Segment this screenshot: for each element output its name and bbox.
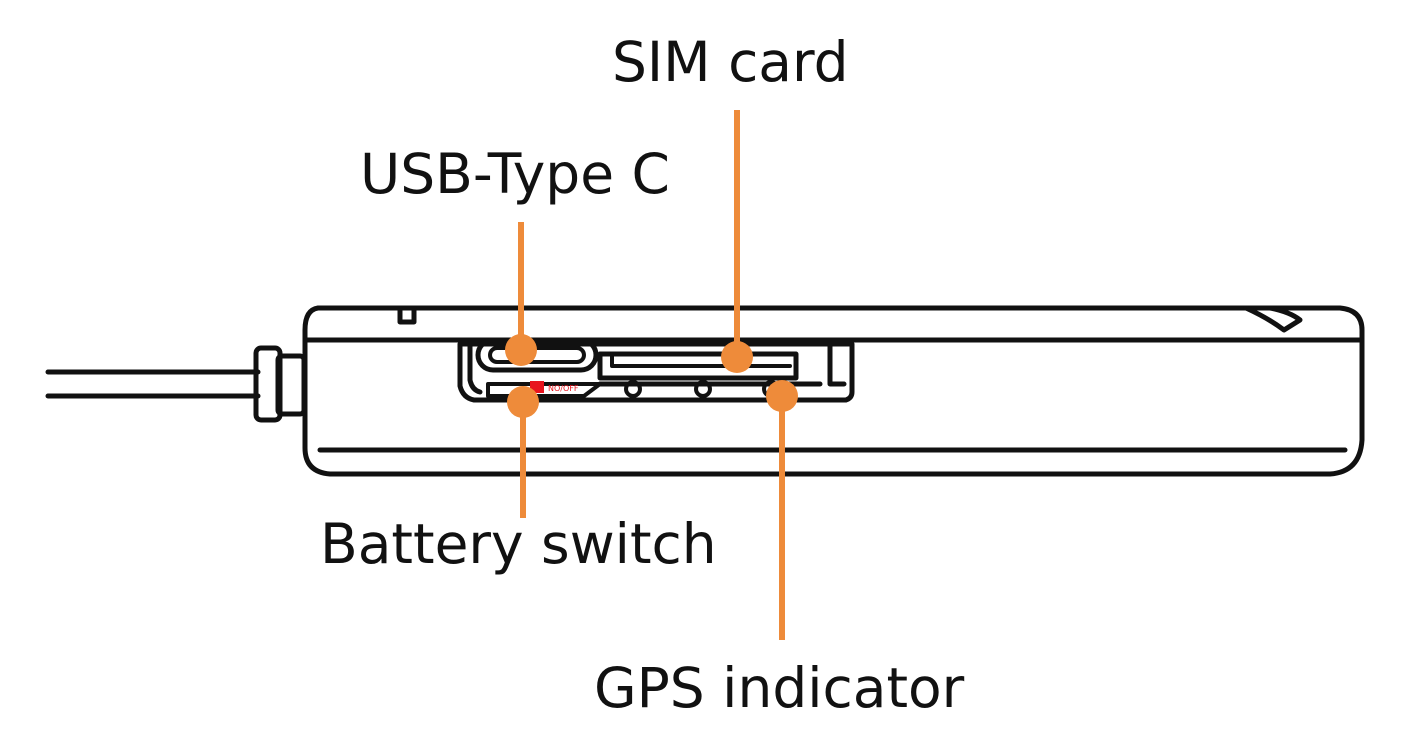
device-body	[302, 305, 1365, 477]
label-battery-switch: Battery switch	[320, 512, 717, 576]
label-gps-indicator: GPS indicator	[594, 656, 965, 720]
label-sim-card: SIM card	[612, 30, 849, 94]
usb-c-port	[475, 337, 599, 373]
sim-slot	[597, 351, 823, 387]
switch-housing	[486, 382, 602, 398]
callout-dot-sim	[721, 341, 753, 373]
callout-dot-usb	[505, 334, 537, 366]
label-usb-type-c: USB-Type C	[360, 142, 670, 206]
connector-panel	[457, 341, 855, 403]
cable	[45, 369, 261, 399]
callout-dot-gps	[766, 380, 798, 412]
cable-gland	[253, 345, 307, 423]
switch-text: NO/OFF	[548, 384, 579, 393]
callout-dot-battery	[507, 386, 539, 418]
